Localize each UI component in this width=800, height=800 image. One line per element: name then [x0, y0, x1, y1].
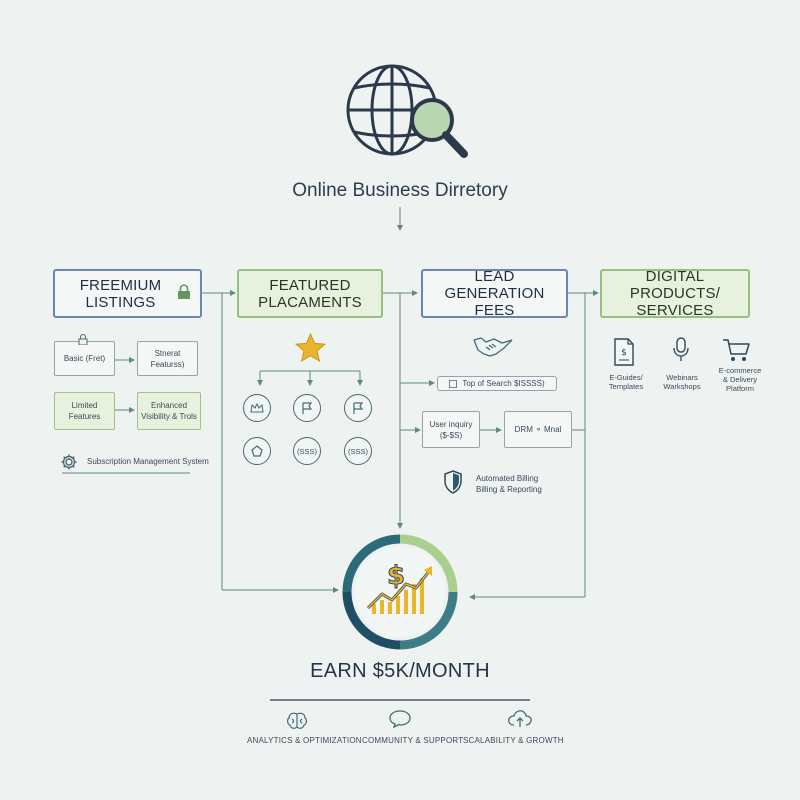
user-inquiry-box: User inquiry ($-$S) — [422, 411, 480, 448]
top-of-search-pill: Top of Search $ISSSS) — [437, 376, 557, 391]
globe-search-icon — [346, 64, 468, 158]
lock-icon — [178, 284, 190, 299]
cart-icon — [723, 339, 750, 361]
document-icon: $ — [614, 338, 634, 366]
list-icon — [449, 379, 458, 388]
shield-icon — [444, 470, 462, 494]
footer-label: SCALABILITY & GROWTH — [463, 736, 564, 745]
limited-features-label: Limited Features — [68, 401, 101, 421]
footer-label: COMMUNITY & SUPPORT — [362, 736, 464, 745]
gear-icon — [61, 454, 77, 470]
badge-pentagon — [243, 437, 271, 465]
basic-free-label: Basic (Fret) — [63, 354, 106, 363]
svg-text:$: $ — [387, 561, 405, 591]
drm-email-label: DRM ⚬ Mnal — [514, 425, 562, 434]
pentagon-icon — [251, 445, 263, 457]
flag-icon — [353, 401, 364, 414]
badge-label: (SSS) — [296, 446, 317, 456]
handshake-icon — [473, 337, 513, 357]
standard-features-box: Stnerat Featurss) — [137, 341, 198, 376]
basic-free-box: Basic (Fret) — [54, 341, 115, 376]
category-label: FREEMIUM LISTINGS — [79, 276, 162, 311]
enhanced-visibility-box: Enhanced Visibility & Trols — [137, 392, 201, 430]
digital-item-label: E-commerce & Delivery Platform — [718, 366, 762, 393]
flag-icon — [302, 401, 313, 414]
svg-text:$: $ — [621, 348, 627, 358]
category-featured-placements: FEATURED PLACAMENTS — [237, 269, 383, 318]
drm-email-box: DRM ⚬ Mnal — [504, 411, 572, 448]
digital-item-label: E-Guides/ Templates — [608, 373, 644, 391]
digital-item-label: Webinars Warkshops — [663, 373, 701, 391]
chat-bubble-icon — [389, 710, 411, 728]
enhanced-visibility-label: Enhanced Visibility & Trols — [141, 401, 197, 421]
badge-sss-2: (SSS) — [344, 437, 372, 465]
badge-flag-2 — [344, 394, 372, 422]
top-of-search-label: Top of Search $ISSSS) — [462, 379, 545, 388]
limited-features-box: Limited Features — [54, 392, 115, 430]
category-freemium-listings: FREEMIUM LISTINGS — [53, 269, 202, 318]
badge-sss-1: (SSS) — [293, 437, 321, 465]
earnings-title: EARN $5K/MONTH — [310, 660, 490, 682]
standard-features-label: Stnerat Featurss) — [150, 348, 185, 369]
badge-flag-1 — [293, 394, 321, 422]
footer-label: ANALYTICS & OPTIMIZATION — [247, 736, 362, 745]
padlock-icon — [78, 334, 88, 345]
subscription-system-label: Subscription Management System — [87, 457, 209, 466]
brain-icon — [287, 712, 307, 729]
crown-icon — [250, 403, 264, 413]
microphone-icon — [673, 337, 689, 361]
billing-label: Automated Billing Billing & Reporting — [476, 474, 542, 494]
category-label: FEATURED PLACAMENTS — [258, 276, 362, 311]
earnings-hub: $ — [342, 534, 458, 650]
star-icon — [295, 333, 326, 363]
badge-label: (SSS) — [347, 446, 368, 456]
category-digital-products-services: DIGITAL PRODUCTS/ SERVICES — [600, 268, 750, 319]
cloud-upload-icon — [508, 710, 532, 727]
category-label: DIGITAL PRODUCTS/ SERVICES — [629, 268, 721, 319]
category-label: LEAD GENERATION FEES — [444, 268, 545, 319]
page-title: Online Business Dirretory — [292, 180, 508, 201]
category-lead-generation-fees: LEAD GENERATION FEES — [421, 268, 568, 319]
badge-crown — [243, 394, 271, 422]
user-inquiry-label: User inquiry ($-$S) — [429, 419, 473, 440]
